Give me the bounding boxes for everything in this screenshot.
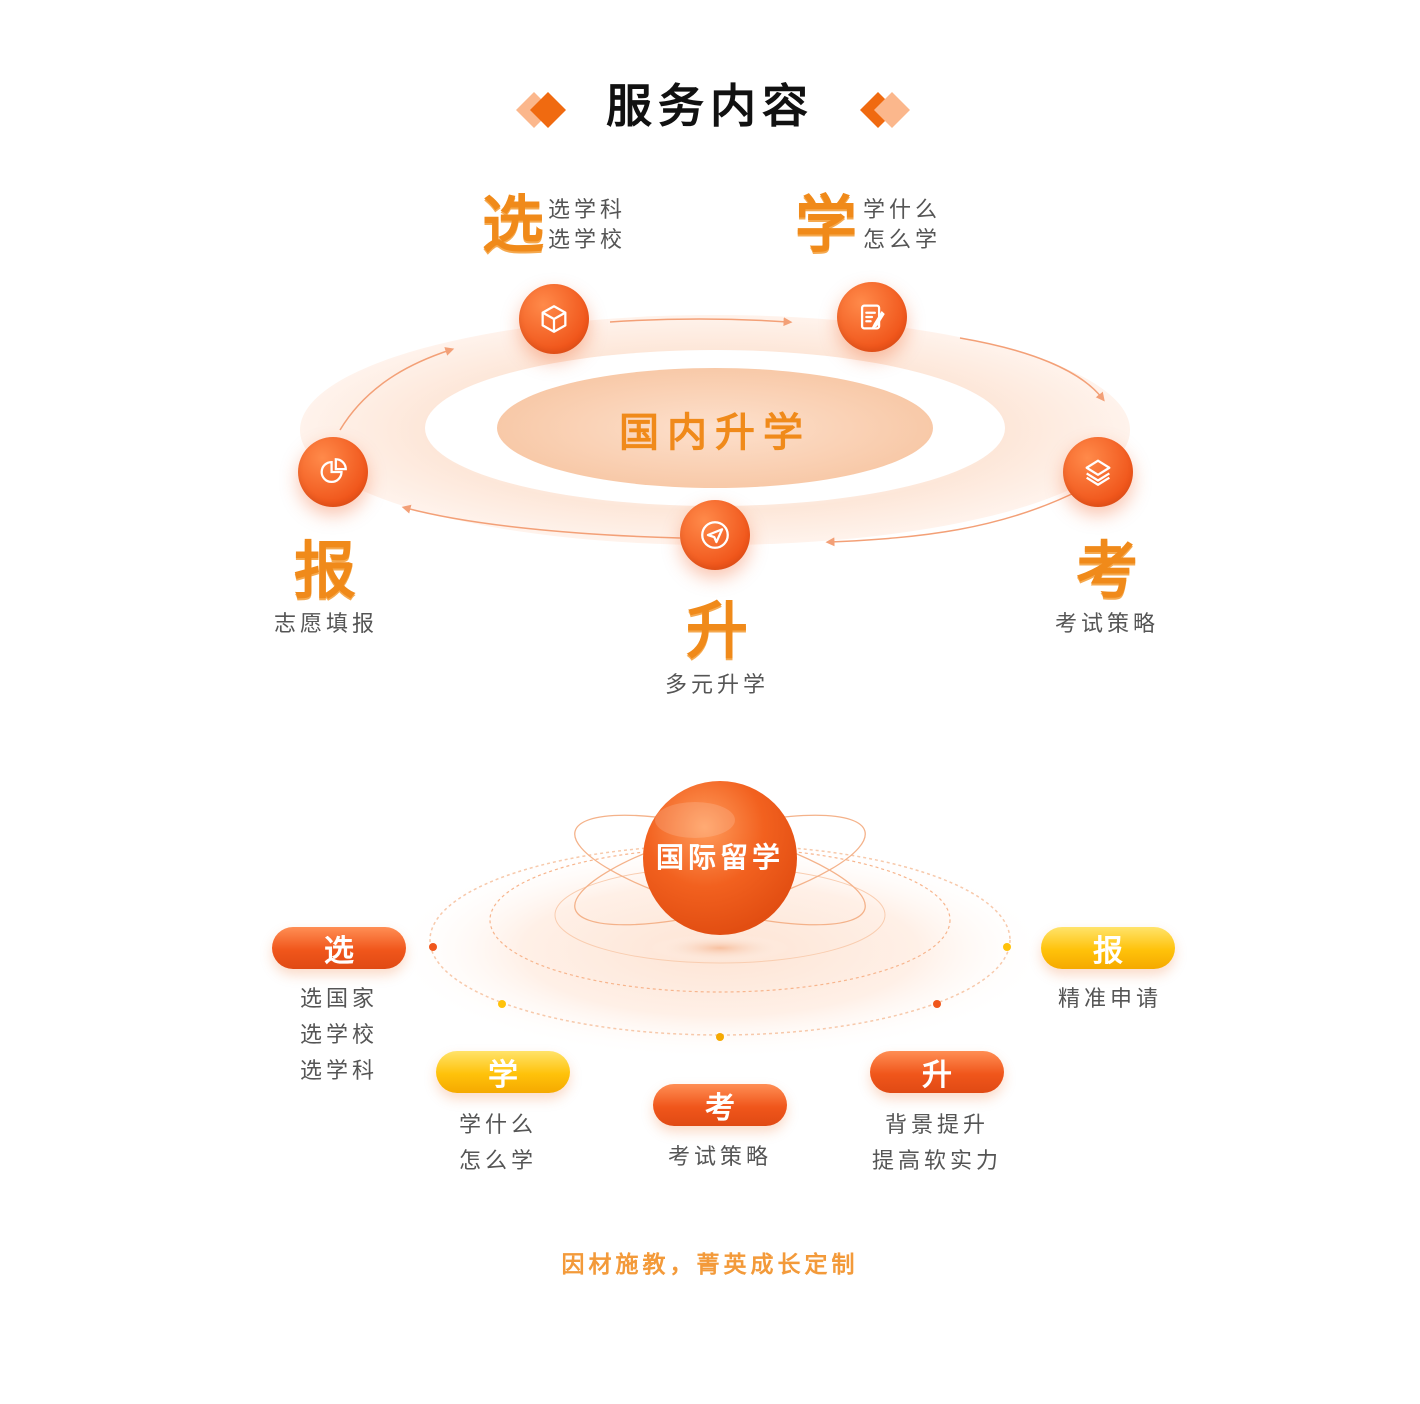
intl-kao-line-1: 考试策略 (667, 1145, 772, 1170)
intl-xue-line-1: 学什么 (458, 1113, 537, 1138)
intl-kao-pill[interactable]: 考 (653, 1084, 787, 1126)
intl-bao-text: 精准申请 (1030, 982, 1190, 1018)
intl-sheng-line-1: 背景提升 (884, 1113, 989, 1138)
domestic-orbit-diagram (300, 315, 1130, 547)
international-orbit-diagram (390, 781, 1050, 1060)
kao-node[interactable] (1063, 437, 1133, 507)
sheng-text: 多元升学 (665, 673, 770, 698)
xuan-node[interactable] (519, 284, 589, 354)
intl-xuan-line-1: 选国家 (299, 987, 378, 1012)
cube-icon (541, 305, 567, 333)
pie-chart-icon (320, 458, 347, 484)
kao-big-label: 考 (1076, 534, 1139, 607)
edit-document-icon (860, 304, 885, 330)
kao-text: 考试策略 (1055, 612, 1160, 637)
bao-text: 志愿填报 (274, 612, 379, 637)
intl-xuan-pill[interactable]: 选 (272, 927, 406, 969)
layers-icon (1085, 459, 1111, 486)
xue-line-1: 学什么 (863, 198, 942, 223)
bao-node[interactable] (298, 437, 368, 507)
intl-bao-line-1: 精准申请 (1057, 987, 1162, 1012)
slogan: 因材施教，菁英成长定制 (561, 1252, 859, 1278)
intl-sheng-line-2: 提高软实力 (871, 1149, 1002, 1174)
xue-big-label: 学 (795, 188, 858, 261)
sheng-node[interactable] (680, 500, 750, 570)
intl-kao-text: 考试策略 (640, 1140, 800, 1176)
sheng-big-label: 升 (686, 594, 749, 667)
paper-plane-icon (701, 521, 729, 549)
domestic-center-label: 国内升学 (619, 410, 811, 456)
title-right-diamond-icon (860, 92, 910, 128)
xuan-line-2: 选学校 (548, 228, 627, 253)
intl-xuan-text: 选国家 选学校 选学科 (264, 982, 414, 1090)
page-title: 服务内容 (606, 79, 814, 133)
intl-sheng-text: 背景提升 提高软实力 (852, 1108, 1022, 1180)
intl-sheng-pill[interactable]: 升 (870, 1051, 1004, 1093)
bao-big-label: 报 (294, 534, 357, 607)
xuan-line-1: 选学科 (548, 198, 627, 223)
intl-xue-text: 学什么 怎么学 (423, 1108, 573, 1180)
intl-xuan-line-3: 选学科 (299, 1059, 378, 1084)
intl-xuan-line-2: 选学校 (299, 1023, 378, 1048)
xue-node[interactable] (837, 282, 907, 352)
intl-bao-pill[interactable]: 报 (1041, 927, 1175, 969)
intl-xue-line-2: 怎么学 (458, 1149, 537, 1174)
xue-line-2: 怎么学 (863, 228, 942, 253)
intl-xue-pill[interactable]: 学 (436, 1051, 570, 1093)
international-center-label: 国际留学 (655, 841, 784, 874)
xuan-big-label: 选 (482, 188, 545, 261)
title-left-diamond-icon (516, 92, 566, 128)
